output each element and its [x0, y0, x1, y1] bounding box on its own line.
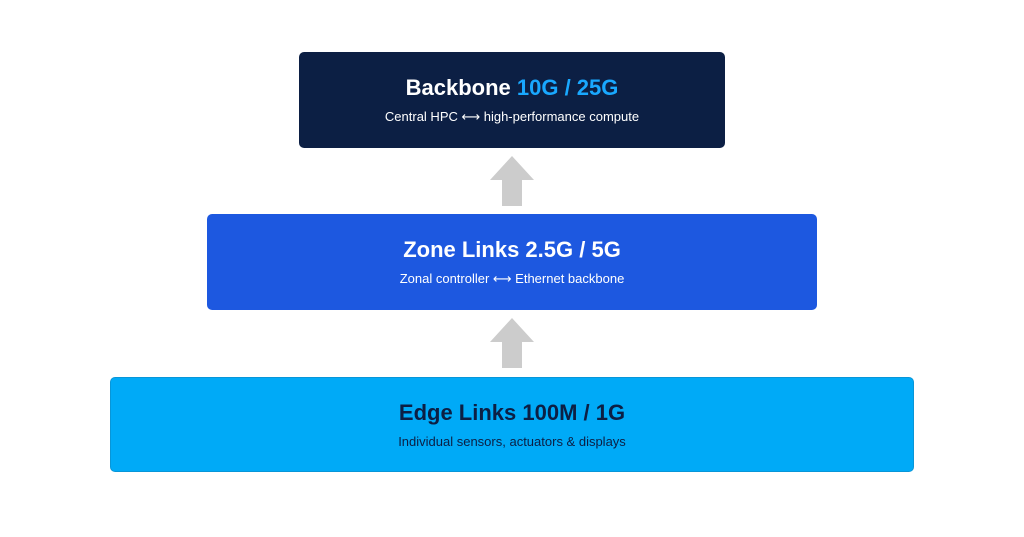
- zone-title: Zone Links 2.5G / 5G: [403, 237, 621, 262]
- zone-subtitle: Zonal controller ⟷ Ethernet backbone: [399, 271, 625, 286]
- arrow-up-icon: [490, 156, 534, 206]
- backbone-subtitle: Central HPC ⟷ high-performance compute: [384, 109, 640, 124]
- zone-tier: Zone Links 2.5G / 5G Zonal controller ⟷ …: [207, 214, 817, 310]
- backbone-tier: Backbone 10G / 25G Central HPC ⟷ high-pe…: [299, 52, 725, 148]
- edge-tier: Edge Links 100M / 1G Individual sensors,…: [110, 377, 914, 472]
- backbone-title-label: Backbone: [405, 75, 517, 100]
- edge-subtitle: Individual sensors, actuators & displays: [398, 433, 626, 449]
- backbone-title: Backbone 10G / 25G: [406, 75, 619, 101]
- edge-title: Edge Links 100M / 1G: [398, 399, 626, 425]
- backbone-speed: 10G / 25G: [516, 75, 619, 100]
- arrow-up-icon: [490, 318, 534, 368]
